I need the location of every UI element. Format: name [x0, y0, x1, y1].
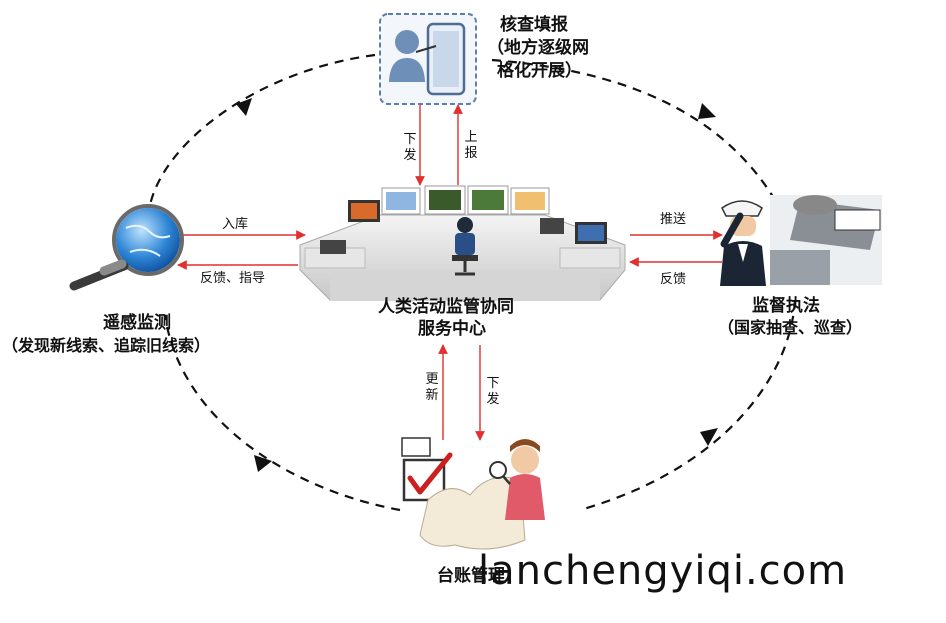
- node-left-title: 遥感监测: [103, 313, 171, 333]
- node-center-sub: 服务中心: [418, 319, 486, 339]
- cycle-arrowhead-tl: [236, 98, 252, 116]
- magnifier-globe-icon: [69, 204, 184, 291]
- node-left-sub: （发现新线索、追踪旧线索）: [2, 336, 211, 355]
- cycle-arrowhead-tr: [698, 103, 716, 119]
- control-room-icon: [299, 185, 626, 301]
- watermark-text: lanchengyiqi.com: [478, 548, 848, 594]
- edge-label-bottom-up: 更新: [425, 372, 439, 403]
- node-top-title: 核查填报: [500, 15, 568, 35]
- cycle-arrowhead-bl: [254, 455, 272, 472]
- node-bottom-title: 台账管理: [437, 566, 505, 586]
- node-top-sub2: 格化开展）: [497, 61, 582, 81]
- edge-label-right-out: 推送: [660, 212, 687, 227]
- edge-label-top-up: 上报: [464, 130, 478, 161]
- edge-label-bottom-down: 下发: [486, 376, 500, 407]
- police-officer-icon: [720, 195, 882, 286]
- edge-label-top-down: 下发: [403, 132, 417, 163]
- cycle-loop: [148, 53, 797, 512]
- checklist-person-icon: [401, 437, 545, 550]
- edge-label-left-in: 入库: [222, 217, 249, 232]
- edge-label-left-back: 反馈、指导: [200, 271, 266, 286]
- edge-label-right-back: 反馈: [660, 272, 687, 287]
- node-top-sub1: （地方逐级网: [487, 38, 589, 58]
- connectors: [177, 104, 723, 441]
- node-right-sub: （国家抽查、巡查）: [718, 318, 863, 337]
- cycle-arrowhead-br: [700, 428, 718, 446]
- tablet-user-icon: [379, 13, 477, 105]
- node-center-title: 人类活动监管协同: [378, 297, 514, 317]
- node-right-title: 监督执法: [752, 296, 820, 316]
